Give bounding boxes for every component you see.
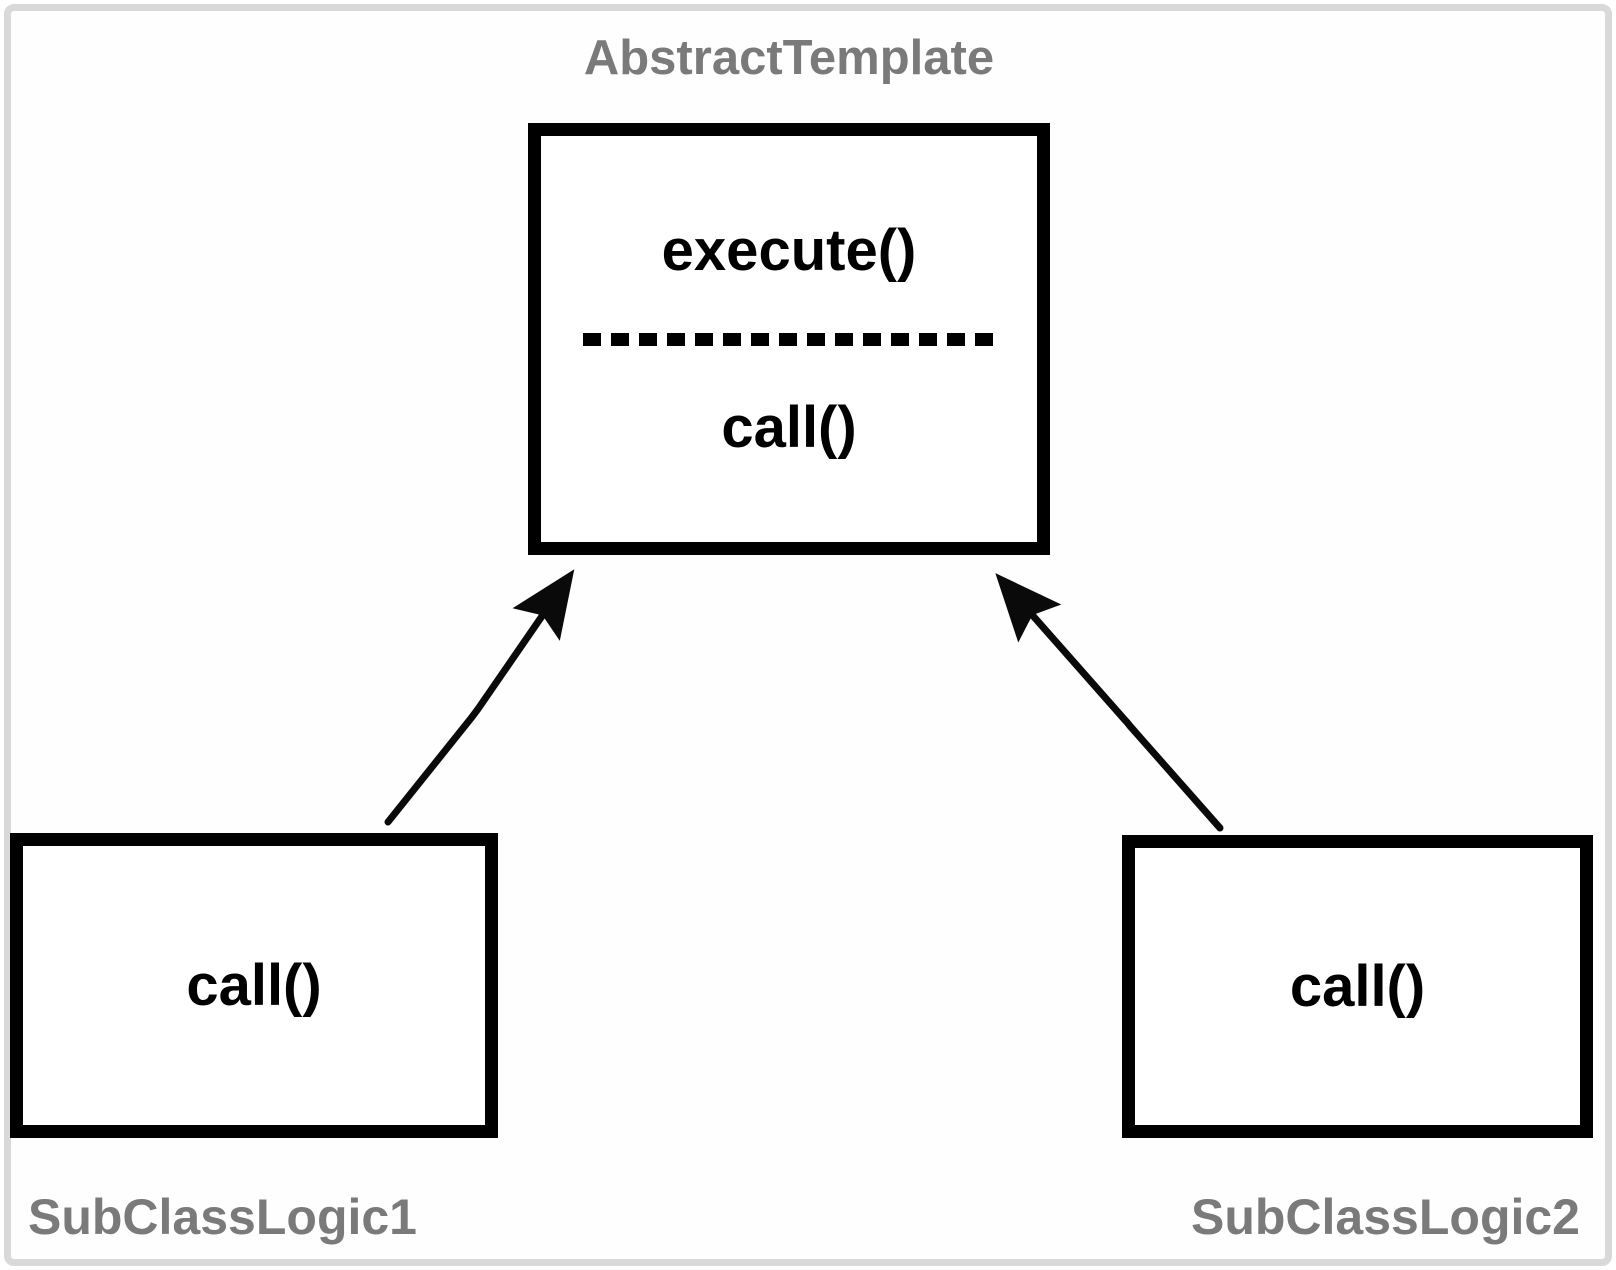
subclass1-label: SubClassLogic1	[28, 1189, 417, 1245]
inheritance-arrow-right	[995, 573, 1224, 832]
subclass2-box: call()	[1122, 835, 1593, 1138]
execute-method-label: execute()	[661, 217, 917, 283]
subclass1-box: call()	[10, 833, 498, 1138]
dashed-divider	[583, 332, 995, 346]
abstract-class-title: AbstractTemplate	[583, 31, 995, 85]
subclass2-call-method-label: call()	[1289, 953, 1426, 1019]
inheritance-arrow-left	[384, 569, 575, 826]
subclass2-label: SubClassLogic2	[1191, 1189, 1580, 1245]
abstract-template-box: execute() call()	[528, 123, 1050, 555]
call-method-label: call()	[721, 394, 857, 460]
subclass1-call-method-label: call()	[186, 952, 322, 1018]
